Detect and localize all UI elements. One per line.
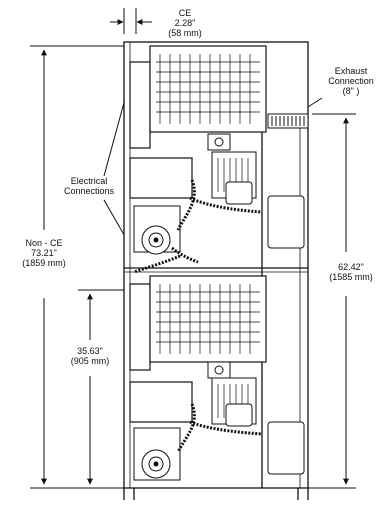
lower-height-metric: (905 mm)	[70, 356, 110, 366]
non-ce-imperial: 73.21"	[31, 248, 57, 258]
ce-imperial: 2.28"	[174, 18, 196, 28]
lower-blower	[207, 361, 257, 427]
ce-metric: (58 mm)	[168, 28, 202, 38]
lower-heater	[149, 275, 267, 363]
electrical-line1: Electrical	[70, 176, 108, 186]
exhaust-line2: Connection	[328, 76, 374, 86]
lower-height-label: 35.63" (905 mm)	[58, 346, 122, 366]
non-ce-label: Non - CE 73.21" (1859 mm)	[4, 238, 84, 268]
lower-height-dimension-line	[78, 289, 126, 485]
right-height-dimension-line	[300, 113, 356, 489]
electrical-boxes	[129, 61, 151, 371]
upper-blower	[207, 133, 257, 205]
ce-title: CE	[178, 8, 192, 18]
electrical-label: Electrical Connections	[52, 176, 126, 196]
exhaust-label: Exhaust Connection (8" )	[316, 66, 386, 96]
drive-motors	[133, 205, 181, 481]
ce-label: CE 2.28" (58 mm)	[160, 8, 210, 38]
non-ce-title: Non - CE	[25, 238, 63, 248]
ce-dimension	[110, 8, 152, 34]
duct-panels	[267, 195, 305, 475]
exhaust-line3: (8" )	[342, 86, 360, 96]
conduits	[133, 179, 263, 453]
upper-heater	[149, 45, 267, 133]
control-boxes	[129, 157, 193, 423]
exhaust-line1: Exhaust	[334, 66, 368, 76]
right-height-imperial: 62.42"	[338, 262, 364, 272]
non-ce-dimension-line	[30, 45, 124, 489]
right-height-label: 62.42" (1585 mm)	[316, 262, 386, 282]
lower-height-imperial: 35.63"	[77, 346, 103, 356]
exhaust-collar	[267, 113, 309, 129]
electrical-line2: Connections	[63, 186, 115, 196]
non-ce-metric: (1859 mm)	[22, 258, 66, 268]
right-height-metric: (1585 mm)	[329, 272, 373, 282]
